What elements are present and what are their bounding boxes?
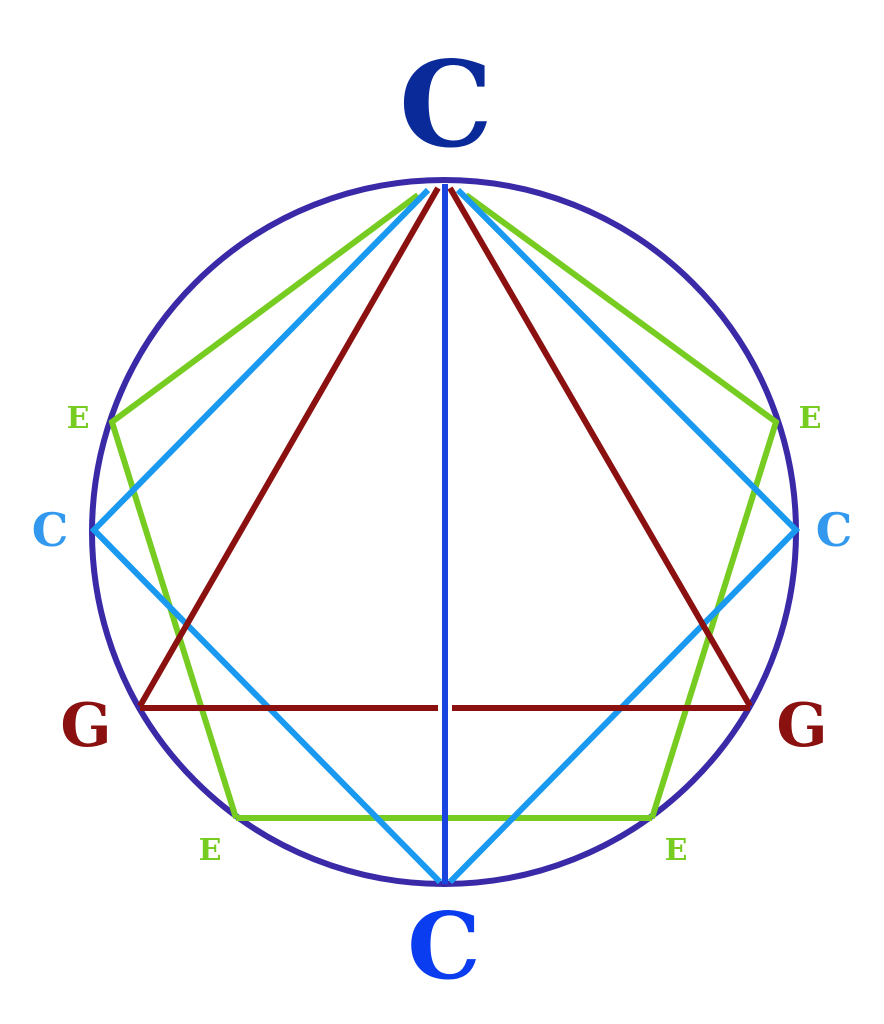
blue-line-right — [447, 187, 801, 885]
label-lower-left-e: E — [199, 833, 222, 868]
label-right-g: G — [776, 691, 827, 761]
label-bottom-c: C — [407, 892, 480, 1000]
green-line-right — [464, 192, 780, 819]
green-line-left — [108, 192, 420, 819]
label-right-c: C — [816, 503, 853, 557]
label-upper-right-e: E — [799, 401, 822, 436]
red-line-left — [137, 186, 441, 708]
red-line-right — [447, 186, 753, 708]
label-top-c: C — [399, 35, 493, 174]
label-lower-right-e: E — [665, 833, 688, 868]
label-upper-left-e: E — [67, 401, 90, 436]
label-left-c: C — [32, 503, 69, 557]
label-left-g: G — [60, 691, 111, 761]
blue-line-left — [89, 187, 443, 885]
